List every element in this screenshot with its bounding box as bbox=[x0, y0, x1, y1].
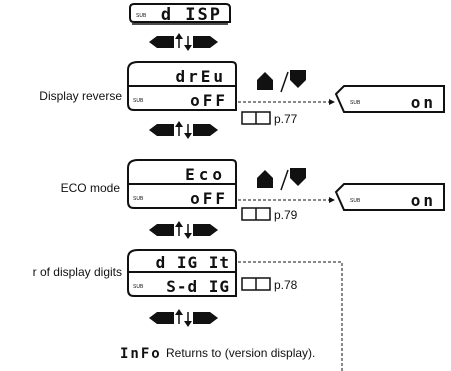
left-arrow-key-icon bbox=[149, 36, 174, 48]
screen-sub-text: oFF bbox=[190, 91, 228, 110]
setting-label-eco-mode: ECO mode bbox=[61, 181, 121, 195]
page-ref: p.79 bbox=[274, 208, 298, 222]
sub-tag: SUB bbox=[136, 13, 147, 19]
display-screen-digits: d IG It SUB S-d IG bbox=[127, 249, 237, 297]
setting-label-display-digits: r of display digits bbox=[33, 265, 122, 279]
footer-note: InFo Returns to (version display). bbox=[120, 346, 315, 362]
down-key-icon bbox=[290, 168, 306, 186]
page-ref: p.78 bbox=[274, 278, 298, 292]
left-arrow-key-icon bbox=[149, 124, 174, 136]
manual-ref-digits: p.78 bbox=[241, 277, 298, 292]
right-arrow-key-icon bbox=[193, 224, 218, 236]
info-code: InFo bbox=[120, 346, 162, 362]
open-book-icon bbox=[241, 111, 271, 125]
result-screen-reverse: SUB on bbox=[334, 85, 445, 113]
sub-tag: SUB bbox=[133, 284, 144, 290]
up-key-icon bbox=[257, 170, 273, 188]
nav-arrows-row-1 bbox=[149, 33, 218, 51]
up-key-icon bbox=[257, 72, 273, 90]
screen-sub-text: S-d IG bbox=[166, 277, 230, 296]
sub-tag: SUB bbox=[350, 198, 361, 204]
manual-ref-eco: p.79 bbox=[241, 207, 298, 222]
screen-main-text: d IG It bbox=[156, 253, 230, 272]
result-text: on bbox=[411, 191, 436, 210]
right-arrow-key-icon bbox=[193, 124, 218, 136]
left-arrow-key-icon bbox=[149, 312, 174, 324]
result-text: on bbox=[411, 93, 436, 112]
display-screen-reverse: drEu SUB oFF bbox=[127, 61, 237, 111]
manual-ref-reverse: p.77 bbox=[241, 111, 298, 126]
updown-keys-eco bbox=[257, 168, 306, 191]
display-screen-disp: SUB d ISP bbox=[129, 3, 231, 25]
setting-label-display-reverse: Display reverse bbox=[39, 89, 122, 103]
updown-keys-reverse bbox=[257, 70, 306, 93]
open-book-icon bbox=[241, 207, 271, 221]
screen-main-text: drEu bbox=[175, 67, 226, 86]
display-screen-eco: Eco SUB oFF bbox=[127, 159, 237, 209]
open-book-icon bbox=[241, 277, 271, 291]
down-key-icon bbox=[290, 70, 306, 88]
nav-arrows-row-2 bbox=[149, 121, 218, 139]
right-arrow-key-icon bbox=[193, 312, 218, 324]
screen-main-text: Eco bbox=[185, 165, 226, 184]
screen-sub-text: oFF bbox=[190, 189, 228, 208]
page-ref: p.77 bbox=[274, 112, 298, 126]
sub-tag: SUB bbox=[350, 100, 361, 106]
footer-text: Returns to (version display). bbox=[166, 346, 315, 360]
nav-arrows-row-4 bbox=[149, 309, 218, 327]
left-arrow-key-icon bbox=[149, 224, 174, 236]
right-arrow-key-icon bbox=[193, 36, 218, 48]
sub-tag: SUB bbox=[133, 98, 144, 104]
result-screen-eco: SUB on bbox=[334, 183, 445, 211]
screen-main-text: d ISP bbox=[161, 5, 222, 25]
sub-tag: SUB bbox=[133, 196, 144, 202]
nav-arrows-row-3 bbox=[149, 221, 218, 239]
dashed-return-line bbox=[238, 261, 343, 371]
